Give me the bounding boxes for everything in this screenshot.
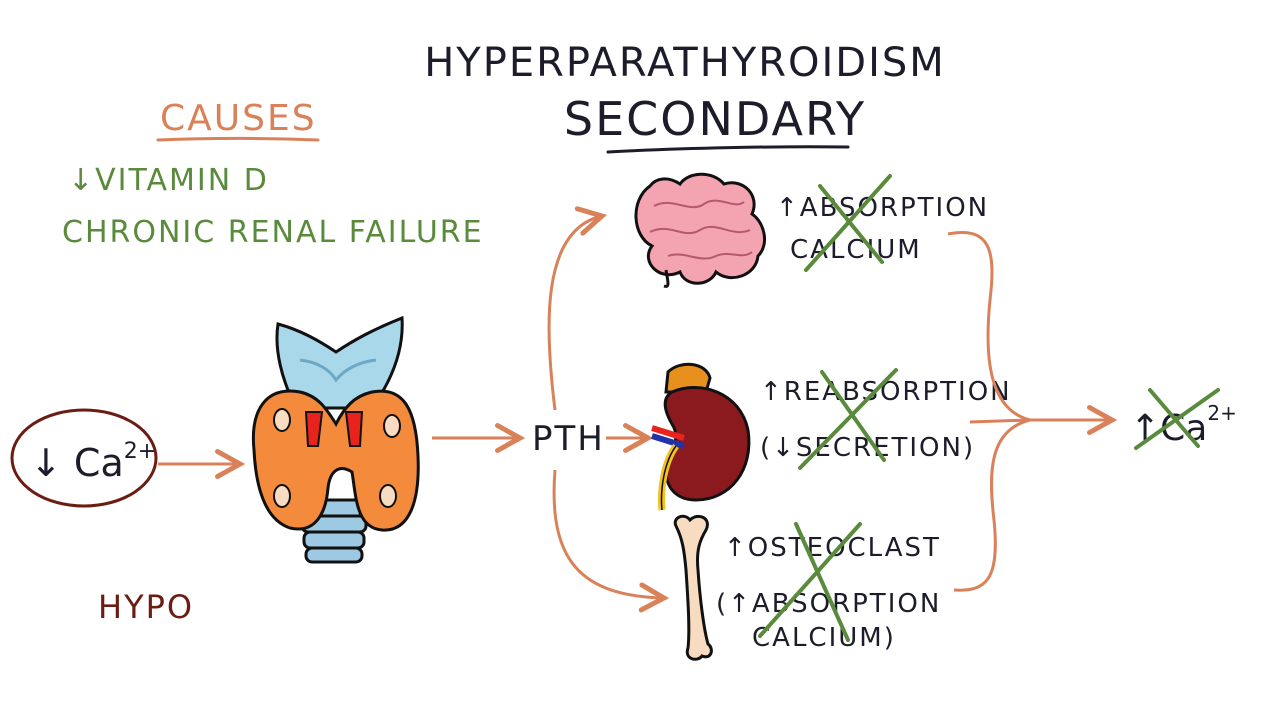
low-calcium-circle <box>10 408 158 508</box>
kidney-cross <box>798 368 898 470</box>
title-underline <box>606 145 850 154</box>
cause-item: ↓VITAMIN D <box>68 163 269 198</box>
result: ↑Ca2+ <box>1130 388 1237 450</box>
low-calcium-text: ↓ Ca <box>30 441 124 485</box>
intestine-icon <box>634 172 767 288</box>
arrow-to-intestine <box>547 216 602 411</box>
title-line2: SECONDARY <box>564 92 866 146</box>
hypo-label: HYPO <box>98 588 194 626</box>
gut-effect-line2: CALCIUM <box>790 235 922 265</box>
pth-label: PTH <box>532 419 605 459</box>
causes-underline <box>156 137 320 142</box>
gut-effect: ↑ABSORPTION CALCIUM <box>776 174 989 272</box>
low-calcium-sup: 2+ <box>124 439 156 464</box>
arrow-to-bone <box>552 469 664 598</box>
kidney-icon <box>651 362 751 511</box>
gut-cross <box>804 174 892 272</box>
kidney-to-brace <box>969 418 1031 424</box>
converging-brace <box>947 231 1031 592</box>
bone-cross <box>758 522 862 642</box>
bone-effect: ↑OSTEOCLAST (↑ABSORPTION CALCIUM) <box>716 522 941 653</box>
cause-item: CHRONIC RENAL FAILURE <box>62 215 484 250</box>
bone-effect-line1: ↑OSTEOCLAST <box>724 533 941 563</box>
result-cross <box>1134 388 1220 450</box>
title-line1: HYPERPARATHYROIDISM <box>424 40 946 86</box>
thyroid-icon <box>251 315 420 564</box>
bone-icon <box>673 514 713 661</box>
low-calcium-label: ↓ Ca2+ <box>30 439 156 485</box>
kidney-effect: ↑REABSORPTION (↓SECRETION) <box>760 368 1010 470</box>
causes-heading: CAUSES <box>160 98 317 139</box>
result-sup: 2+ <box>1207 401 1236 425</box>
bone-effect-line3: CALCIUM) <box>752 623 896 653</box>
gut-effect-line1: ↑ABSORPTION <box>776 193 989 223</box>
